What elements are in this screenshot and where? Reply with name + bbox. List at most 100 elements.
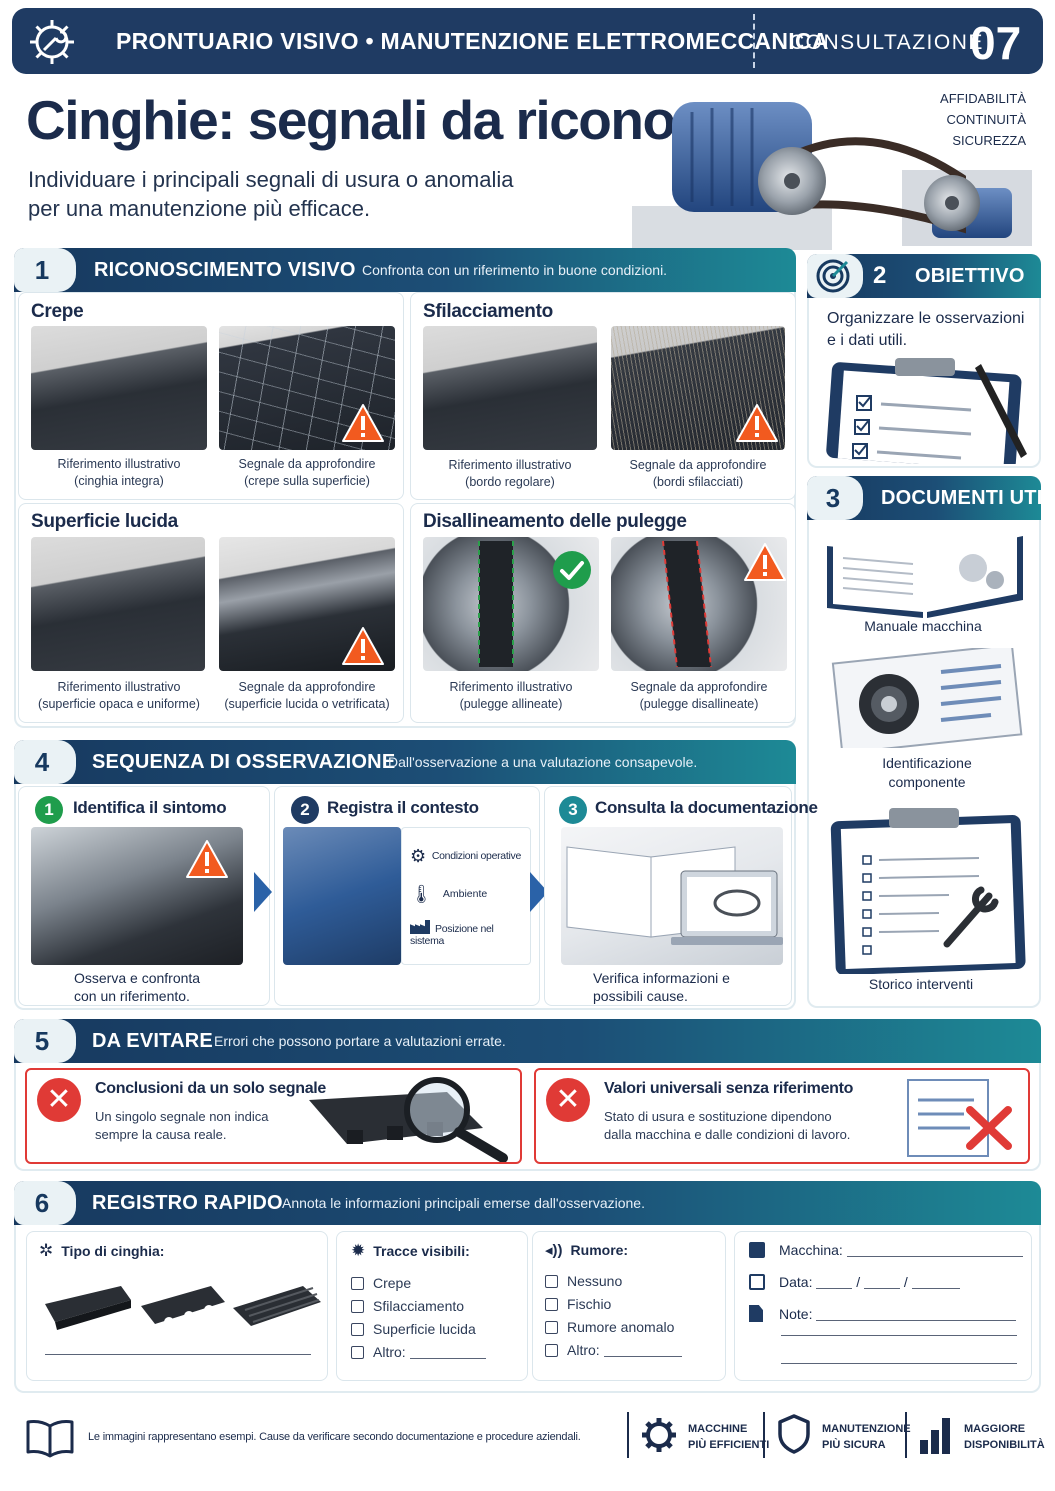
belt-type-label: ✲Tipo di cinghia: — [39, 1241, 165, 1260]
section5-header: 5 DA EVITARE Errori che possono portare … — [14, 1019, 1041, 1063]
photo-documentation — [561, 827, 783, 965]
trace-altro-line[interactable] — [409, 1347, 486, 1359]
card-sfilacciamento: Sfilacciamento Riferimento illustrativo(… — [410, 292, 796, 500]
noise-option-anomalo[interactable]: Rumore anomalo — [545, 1319, 682, 1342]
trace-option-altro[interactable]: Altro: — [351, 1344, 486, 1367]
checkbox[interactable] — [545, 1321, 558, 1334]
section5-title: DA EVITARE — [92, 1030, 213, 1052]
warning-icon — [186, 840, 228, 878]
checkbox[interactable] — [351, 1323, 364, 1336]
section1-badge: 1 — [14, 248, 76, 292]
component-id-sheet-icon — [831, 648, 1023, 748]
photo-belt-regular-edge — [423, 326, 597, 450]
noise-option-altro[interactable]: Altro: — [545, 1342, 682, 1365]
step2-title: Registra il contesto — [327, 798, 479, 817]
machine-line[interactable] — [846, 1245, 1023, 1257]
checkbox[interactable] — [545, 1275, 558, 1288]
card-crepe: Crepe Riferimento illustrativo(cinghia i… — [18, 292, 404, 500]
section2-text: Organizzare le osservazioni e i dati uti… — [827, 310, 1025, 349]
checkbox[interactable] — [545, 1344, 558, 1357]
section1-title: RICONOSCIMENTO VISIVO — [94, 259, 356, 281]
belt-type-line[interactable] — [45, 1354, 311, 1355]
thermometer-icon: 🌡 — [410, 884, 433, 904]
open-book-icon — [26, 1420, 74, 1458]
tag-sicurezza: SICUREZZA — [952, 133, 1026, 148]
error-card-single-signal: ✕ Conclusioni da un solo segnale Un sing… — [25, 1068, 522, 1164]
section5-description: Errori che possono portare a valutazioni… — [214, 1033, 506, 1049]
book-laptop-icon — [566, 846, 783, 945]
section6-badge: 6 — [14, 1181, 76, 1225]
checkbox[interactable] — [351, 1346, 364, 1359]
error-card-universal-values: ✕ Valori universali senza riferimento St… — [534, 1068, 1030, 1164]
caption-ref-superficie: Riferimento illustrativo(superficie opac… — [38, 680, 200, 711]
motor-belt-illustration — [632, 102, 1032, 250]
banner-number: 07 — [970, 17, 1022, 69]
checkbox[interactable] — [351, 1277, 364, 1290]
step1-title: Identifica il sintomo — [73, 798, 227, 817]
checkbox[interactable] — [545, 1298, 558, 1311]
caption-ref-disallineamento: Riferimento illustrativo(pulegge allinea… — [449, 680, 573, 711]
section3-badge: 3 — [807, 476, 863, 520]
trace-option-crepe[interactable]: Crepe — [351, 1275, 486, 1298]
caption-sig-disallineamento: Segnale da approfondire(pulegge disallin… — [630, 680, 768, 711]
noise-option-fischio[interactable]: Fischio — [545, 1296, 682, 1319]
step3-card: 3 Consulta la documentazione Verifica in… — [544, 786, 818, 1006]
caption-sig-crepe: Segnale da approfondire(crepe sulla supe… — [238, 457, 376, 488]
context-list: ⚙Condizioni operative 🌡Ambiente Posizion… — [401, 827, 531, 965]
noise-option-nessuno[interactable]: Nessuno — [545, 1273, 682, 1296]
date-month-line[interactable] — [864, 1277, 901, 1289]
arrow-right-icon — [530, 872, 548, 912]
step1-number: 1 — [35, 796, 63, 824]
banner-divider — [753, 14, 755, 68]
date-year-line[interactable] — [911, 1277, 960, 1289]
calendar-icon — [749, 1242, 765, 1258]
noise-label: ◂))Rumore: — [545, 1242, 629, 1259]
photo-belt-intact — [31, 326, 207, 450]
target-icon — [816, 259, 850, 293]
step2-card: 2 Registra il contesto ⚙Condizioni opera… — [274, 786, 540, 1006]
sun-icon: ✹ — [351, 1241, 366, 1260]
checkbox[interactable] — [351, 1300, 364, 1313]
caption-ref-sfilacciamento: Riferimento illustrativo(bordo regolare) — [448, 458, 572, 489]
tag-affidabilita: AFFIDABILITÀ — [940, 91, 1026, 106]
shield-icon — [778, 1414, 810, 1454]
error2-title: Valori universali senza riferimento — [604, 1080, 854, 1097]
note-document-icon — [749, 1305, 763, 1322]
misaligned-belt-mark — [662, 540, 712, 668]
puzzle-icon: ✲ — [39, 1241, 54, 1260]
noise-altro-line[interactable] — [603, 1345, 682, 1357]
register-details: Macchina: Data: / / Note: — [734, 1231, 1032, 1381]
card-sfilacciamento-title: Sfilacciamento — [423, 301, 553, 322]
notes-line-3[interactable] — [781, 1363, 1017, 1364]
section4-title: SEQUENZA DI OSSERVAZIONE — [92, 751, 396, 773]
error-x-icon: ✕ — [37, 1078, 81, 1122]
warning-icon — [342, 627, 384, 665]
card-disallineamento: Disallineamento delle pulegge Riferiment… — [410, 503, 796, 723]
step3-number: 3 — [559, 796, 587, 824]
machine-row: Macchina: — [749, 1242, 1023, 1258]
section4-header: 4 SEQUENZA DI OSSERVAZIONE Dall'osservaz… — [14, 740, 796, 784]
notes-line-2[interactable] — [781, 1335, 1017, 1336]
date-day-line[interactable] — [816, 1277, 853, 1289]
card-superficie-lucida: Superficie lucida Riferimento illustrati… — [18, 503, 404, 723]
error1-title: Conclusioni da un solo segnale — [95, 1080, 327, 1097]
section6-title: REGISTRO RAPIDO — [92, 1192, 283, 1214]
notes-line-1[interactable] — [816, 1309, 1017, 1321]
banner-title: PRONTUARIO VISIVO • MANUTENZIONE ELETTRO… — [116, 28, 829, 54]
trace-option-sfilacciamento[interactable]: Sfilacciamento — [351, 1298, 486, 1321]
footer-separator — [627, 1412, 629, 1458]
section2-header: 2 OBIETTIVO — [807, 254, 1041, 298]
arrow-right-icon — [254, 872, 272, 912]
document-cross-icon — [907, 1079, 1012, 1157]
section6-header: 6 REGISTRO RAPIDO Annota le informazioni… — [14, 1181, 1041, 1225]
card-disallineamento-title: Disallineamento delle pulegge — [423, 511, 687, 532]
trace-option-superficie[interactable]: Superficie lucida — [351, 1321, 486, 1344]
check-ok-icon — [553, 551, 591, 589]
section4-description: Dall'osservazione a una valutazione cons… — [388, 754, 698, 770]
date-row: Data: / / — [749, 1274, 960, 1290]
context-item-operating: ⚙Condizioni operative — [410, 846, 521, 866]
